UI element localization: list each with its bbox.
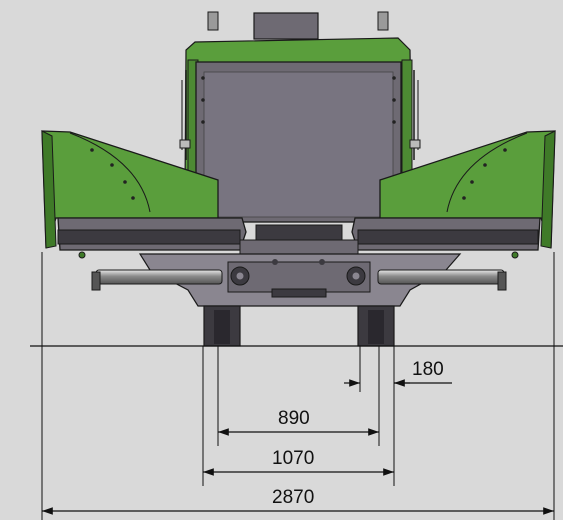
left-hopper-wing — [41, 130, 219, 259]
hydraulic-cylinders — [91, 269, 507, 291]
tracks — [203, 305, 395, 347]
dimension-label-180: 180 — [412, 359, 444, 380]
dimension-180: 180 — [344, 359, 452, 387]
dimension-2870: 2870 — [42, 487, 554, 515]
lower-chassis — [138, 253, 462, 307]
dimension-label-890: 890 — [278, 408, 310, 429]
main-body — [195, 61, 402, 223]
dimension-label-1070: 1070 — [272, 448, 314, 469]
side-rails — [179, 70, 421, 160]
top-cover — [207, 11, 389, 40]
right-hopper-wing — [379, 130, 556, 259]
dimension-label-2870: 2870 — [272, 487, 314, 508]
dimension-890: 890 — [218, 408, 379, 436]
dimension-1070: 1070 — [203, 448, 394, 476]
push-bar — [57, 217, 541, 255]
